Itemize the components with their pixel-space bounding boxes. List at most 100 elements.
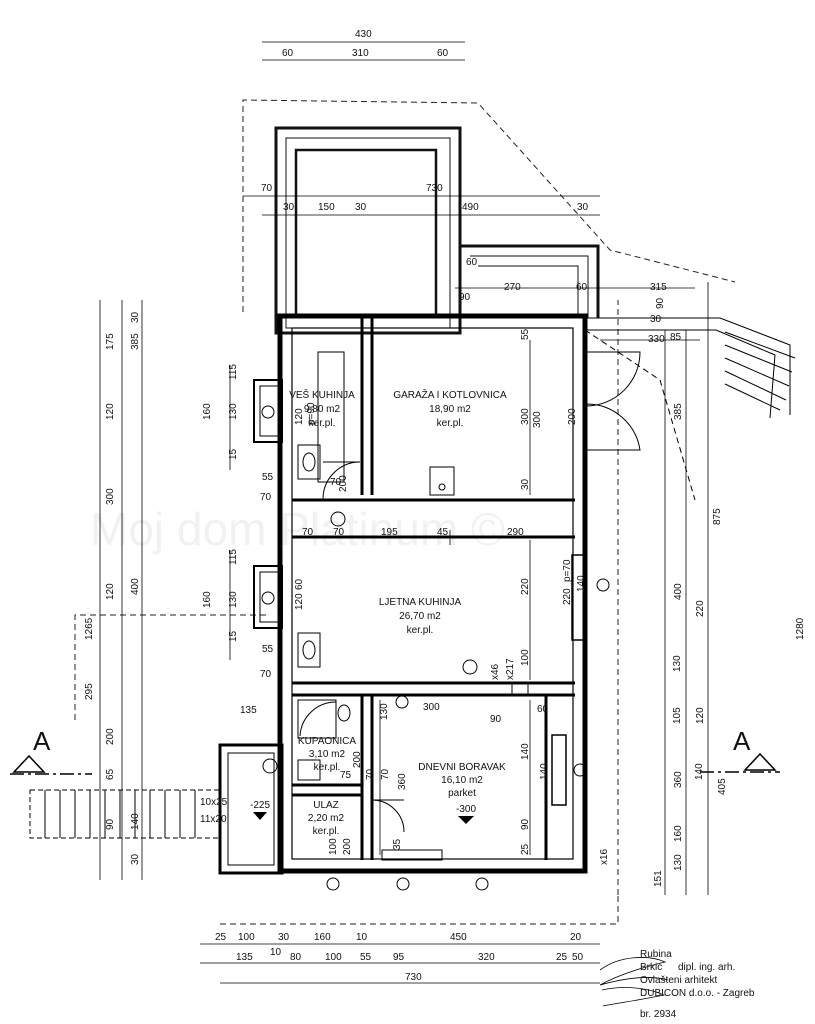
svg-text:70: 70	[365, 768, 376, 780]
room-garaza: GARAŽA I KOTLOVNICA 18,90 m2 ker.pl.	[393, 388, 507, 429]
svg-text:ker.pl.: ker.pl.	[407, 625, 434, 636]
room-dnevni-boravak: DNEVNI BORAVAK 16,10 m2 parket -300	[418, 762, 506, 815]
upper-right-stairs	[584, 317, 796, 501]
svg-text:70: 70	[260, 669, 272, 680]
svg-text:70: 70	[380, 768, 391, 780]
stair-labels: 10x25 11x20	[200, 797, 228, 825]
svg-text:315: 315	[650, 282, 667, 293]
svg-text:130: 130	[228, 403, 239, 420]
svg-text:DNEVNI BORAVAK: DNEVNI BORAVAK	[418, 762, 506, 773]
watermark: Moj dom Platinum ©	[90, 503, 505, 555]
room-ves-kuhinja: VEŠ KUHINJA 9,80 m2 ker.pl.	[289, 388, 355, 429]
svg-text:140: 140	[130, 813, 141, 830]
svg-text:115: 115	[228, 549, 239, 565]
svg-text:115: 115	[228, 364, 239, 380]
section-marker-left: A	[10, 726, 92, 775]
svg-text:VEŠ KUHINJA: VEŠ KUHINJA	[289, 388, 355, 401]
svg-text:90: 90	[105, 818, 116, 830]
svg-text:30: 30	[650, 314, 662, 325]
svg-text:11x20: 11x20	[200, 814, 227, 825]
svg-text:70: 70	[302, 527, 314, 538]
svg-text:ULAZ: ULAZ	[313, 800, 339, 811]
svg-text:9,80 m2: 9,80 m2	[304, 404, 341, 415]
svg-text:2,20 m2: 2,20 m2	[308, 813, 345, 824]
svg-text:ker.pl.: ker.pl.	[314, 762, 341, 773]
svg-text:20: 20	[570, 932, 582, 943]
svg-text:135: 135	[236, 952, 253, 963]
level-marker-living	[458, 816, 474, 824]
svg-text:405: 405	[717, 778, 728, 795]
section-marker-right: A	[700, 726, 780, 773]
svg-text:105: 105	[672, 707, 683, 724]
svg-text:130: 130	[673, 854, 684, 871]
svg-text:140: 140	[694, 763, 705, 780]
stamp-name-2: Brkić	[640, 962, 662, 973]
room-ulaz: ULAZ 2,20 m2 ker.pl. -225	[250, 800, 345, 837]
svg-text:140: 140	[576, 575, 587, 592]
svg-text:KUPAONICA: KUPAONICA	[298, 736, 356, 747]
svg-text:70: 70	[260, 492, 272, 503]
svg-text:490: 490	[462, 202, 479, 213]
svg-text:151: 151	[653, 870, 664, 887]
svg-text:65: 65	[105, 768, 116, 780]
windows-left	[253, 379, 283, 629]
svg-text:220: 220	[520, 578, 531, 595]
architect-stamp: Rubina Brkić dipl. ing. arh. Ovlašteni a…	[599, 949, 755, 1020]
room-ljetna-kuhinja: LJETNA KUHINJA 26,70 m2 ker.pl.	[379, 597, 462, 636]
fixtures	[262, 351, 489, 891]
svg-text:ker.pl.: ker.pl.	[309, 418, 336, 429]
svg-text:60: 60	[437, 48, 449, 59]
svg-text:90: 90	[655, 297, 666, 309]
outer-wall-inner-lines	[291, 327, 574, 860]
svg-text:290: 290	[507, 527, 524, 538]
svg-text:140: 140	[520, 743, 531, 760]
svg-text:135: 135	[240, 705, 257, 716]
svg-text:385: 385	[130, 333, 141, 350]
site-outline	[74, 99, 736, 925]
svg-text:ker.pl.: ker.pl.	[437, 418, 464, 429]
svg-text:60: 60	[576, 282, 588, 293]
svg-text:10x25: 10x25	[200, 797, 228, 808]
upper-annex	[274, 126, 600, 335]
svg-text:30: 30	[278, 932, 290, 943]
svg-text:160: 160	[202, 403, 213, 420]
svg-text:30: 30	[577, 202, 589, 213]
svg-text:730: 730	[405, 972, 422, 983]
svg-text:295: 295	[84, 683, 95, 700]
svg-text:55: 55	[262, 472, 274, 483]
svg-text:200: 200	[352, 751, 363, 768]
svg-text:100: 100	[238, 932, 255, 943]
svg-text:25: 25	[556, 952, 568, 963]
svg-text:220: 220	[562, 588, 573, 605]
stamp-name-1: Rubina	[640, 949, 672, 960]
svg-text:p=70: p=70	[562, 559, 573, 582]
svg-text:160: 160	[202, 591, 213, 608]
svg-text:p=90: p=90	[306, 402, 317, 425]
svg-text:60: 60	[294, 578, 305, 590]
svg-text:400: 400	[130, 578, 141, 595]
svg-text:60: 60	[282, 48, 294, 59]
svg-text:70: 70	[261, 183, 273, 194]
outer-walls	[277, 313, 588, 874]
svg-text:130: 130	[379, 703, 390, 720]
svg-text:18,90 m2: 18,90 m2	[429, 404, 471, 415]
svg-text:26,70 m2: 26,70 m2	[399, 611, 441, 622]
svg-text:60: 60	[537, 704, 549, 715]
svg-text:50: 50	[572, 952, 584, 963]
svg-text:60: 60	[466, 257, 478, 268]
svg-text:70: 70	[330, 477, 342, 488]
svg-text:360: 360	[397, 773, 408, 790]
svg-text:85: 85	[670, 332, 682, 343]
svg-text:160: 160	[673, 825, 684, 842]
svg-text:120: 120	[105, 583, 116, 600]
stamp-company: DUBICON d.o.o. - Zagreb	[640, 988, 755, 999]
svg-text:175: 175	[105, 333, 116, 350]
svg-text:875: 875	[712, 508, 723, 525]
svg-text:30: 30	[355, 202, 367, 213]
svg-text:80: 80	[290, 952, 302, 963]
svg-text:130: 130	[228, 591, 239, 608]
svg-text:ker.pl.: ker.pl.	[313, 826, 340, 837]
svg-text:300: 300	[532, 411, 543, 428]
svg-text:30: 30	[520, 478, 531, 490]
